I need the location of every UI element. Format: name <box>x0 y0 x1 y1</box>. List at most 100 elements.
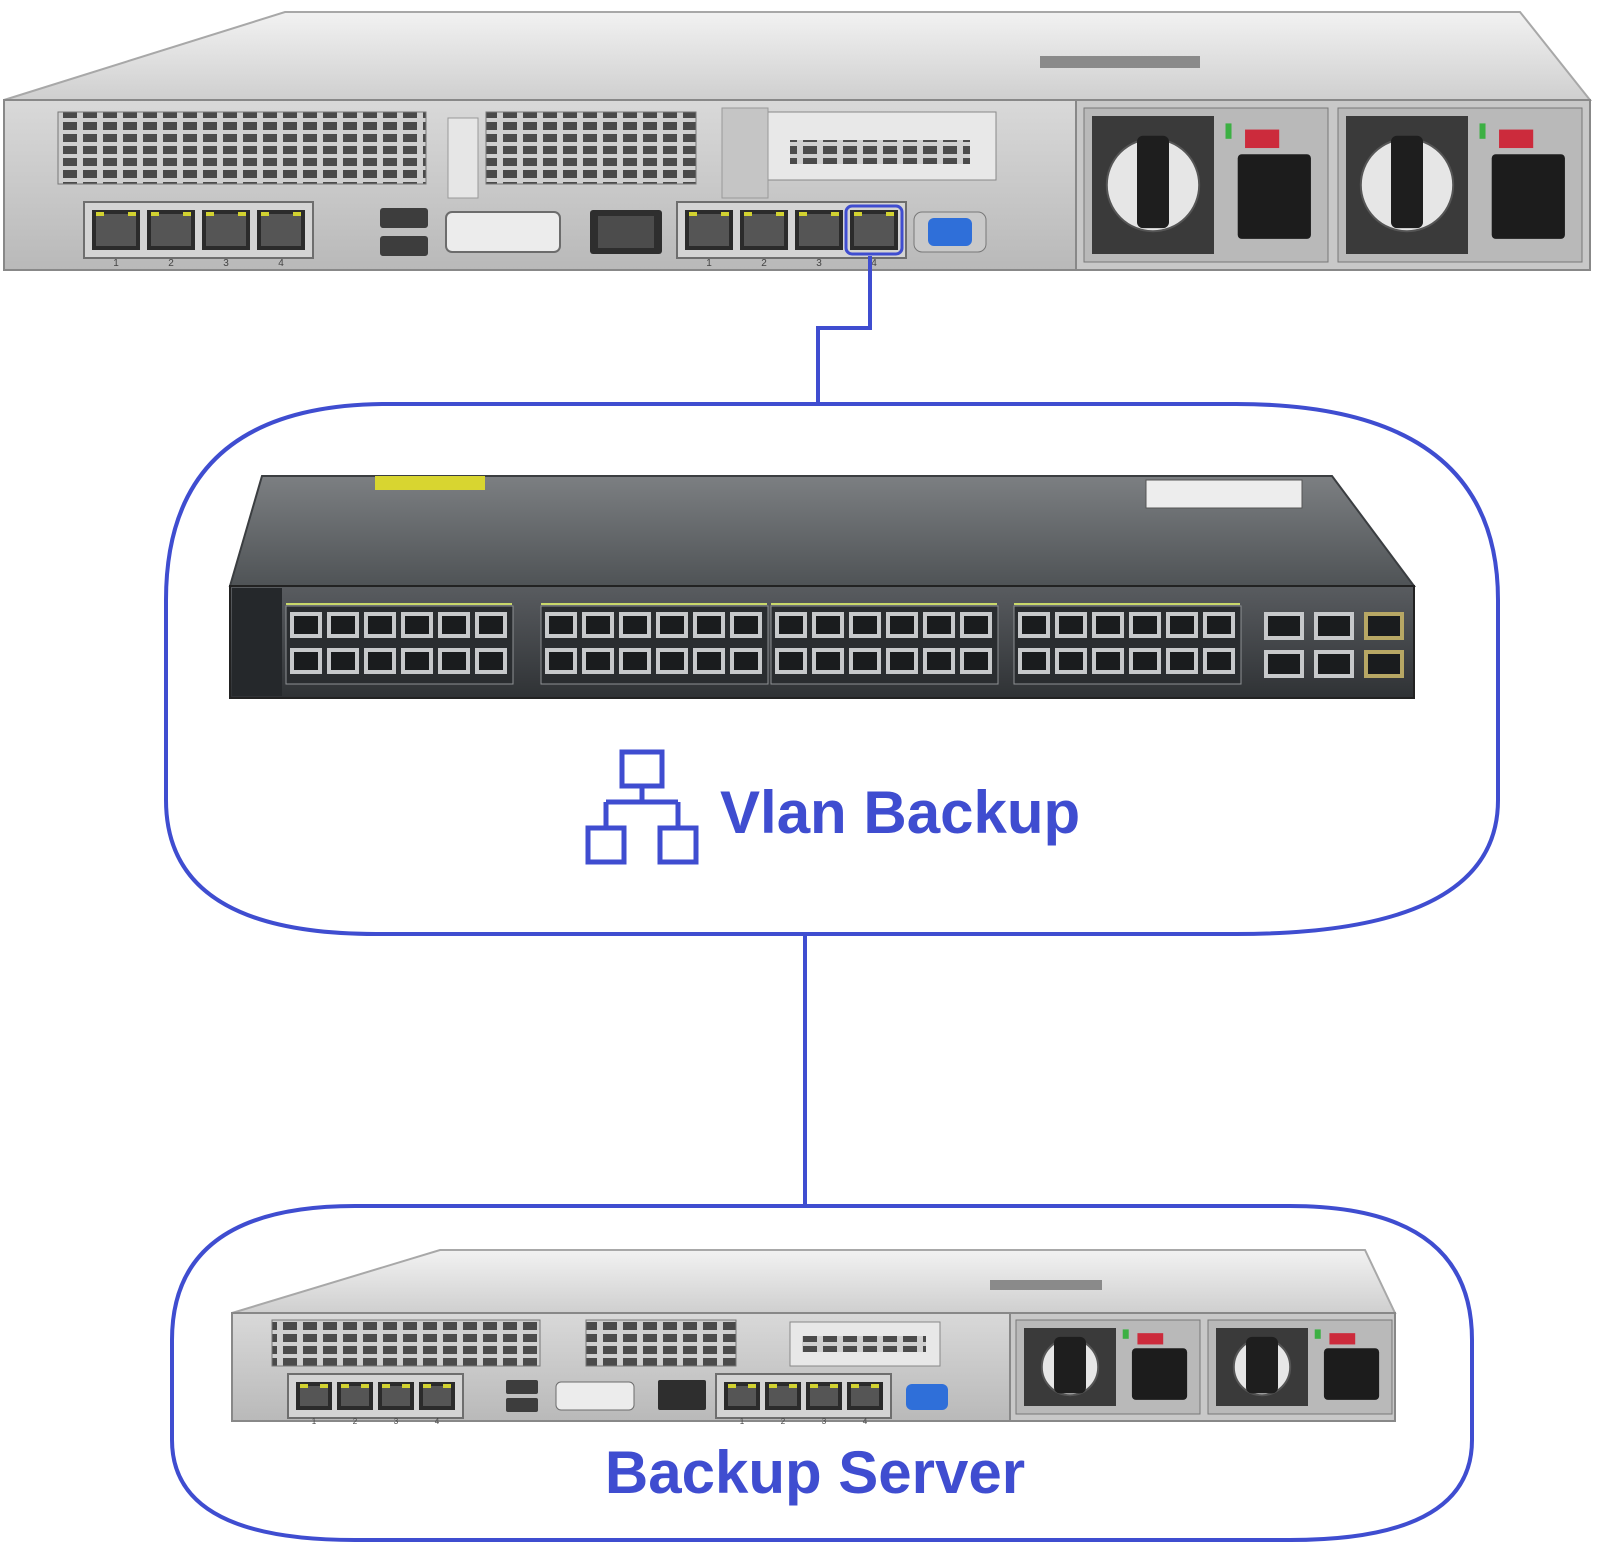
switch-port <box>1055 612 1087 638</box>
port-number-label: 3 <box>816 258 822 269</box>
rj45-port <box>685 210 733 250</box>
power-inlet <box>1131 1348 1188 1400</box>
switch-uplink-port <box>1364 612 1404 640</box>
switch-service-tag <box>1145 479 1303 509</box>
switch-port <box>730 648 762 674</box>
release-latch <box>1499 129 1534 149</box>
switch-port <box>886 612 918 638</box>
rj45-port <box>795 210 843 250</box>
port-number-label: 3 <box>394 1417 399 1426</box>
port-number-label: 2 <box>781 1417 786 1426</box>
release-latch <box>1137 1333 1164 1345</box>
switch-port <box>545 612 577 638</box>
switch-port <box>960 648 992 674</box>
rj45-port <box>850 210 898 250</box>
vlan-label: Vlan Backup <box>720 779 1080 846</box>
switch-port <box>364 612 396 638</box>
switch-port <box>438 612 470 638</box>
switch-port <box>1203 648 1235 674</box>
switch-port <box>1018 612 1050 638</box>
rj45-port <box>296 1382 332 1410</box>
switch-label-sticker <box>375 476 485 490</box>
rj45-port <box>806 1382 842 1410</box>
power-supply <box>1083 107 1329 263</box>
switch-uplink-port <box>1364 650 1404 678</box>
switch-port <box>923 648 955 674</box>
vga-port <box>906 1384 948 1410</box>
usb-port <box>506 1380 538 1394</box>
port-number-label: 2 <box>353 1417 358 1426</box>
switch-port <box>290 648 322 674</box>
switch-port <box>1166 612 1198 638</box>
switch-port <box>582 612 614 638</box>
switch-port <box>656 612 688 638</box>
switch-port <box>849 648 881 674</box>
switch-port <box>1129 612 1161 638</box>
switch-port <box>1018 648 1050 674</box>
switch-port <box>1092 612 1124 638</box>
rj45-port <box>257 210 305 250</box>
usb-port <box>380 236 428 256</box>
dvi-port <box>555 1381 635 1411</box>
rj45-port <box>419 1382 455 1410</box>
switch-port <box>619 648 651 674</box>
rj45-port <box>847 1382 883 1410</box>
switch-port <box>475 612 507 638</box>
dvi-port <box>445 211 561 253</box>
switch-port <box>364 648 396 674</box>
switch-port <box>730 612 762 638</box>
network-tree-icon <box>585 749 699 865</box>
port-number-label: 3 <box>822 1417 827 1426</box>
ilo-port <box>658 1380 706 1410</box>
highlighted-port-frame <box>844 204 904 256</box>
switch-port <box>693 612 725 638</box>
switch-port <box>812 612 844 638</box>
power-supply <box>1207 1319 1393 1415</box>
switch-uplink-ports <box>1264 612 1404 678</box>
port-number-label: 4 <box>871 258 877 269</box>
switch-port <box>401 648 433 674</box>
switch-port <box>619 612 651 638</box>
switch-port <box>475 648 507 674</box>
switch-port <box>1203 612 1235 638</box>
rj45-port <box>92 210 140 250</box>
port-number-label: 4 <box>278 258 284 269</box>
release-latch <box>1245 129 1280 149</box>
switch-port <box>327 612 359 638</box>
port-number-label: 1 <box>740 1417 745 1426</box>
switch-uplink-port <box>1264 612 1304 640</box>
rj45-port <box>202 210 250 250</box>
switch-port <box>401 612 433 638</box>
switch-port <box>693 648 725 674</box>
power-inlet <box>1237 154 1311 239</box>
switch-port <box>327 648 359 674</box>
switch-port <box>1166 648 1198 674</box>
power-supply <box>1337 107 1583 263</box>
rj45-port <box>378 1382 414 1410</box>
switch-port <box>656 648 688 674</box>
switch-port <box>775 612 807 638</box>
port-number-label: 3 <box>223 258 229 269</box>
usb-port <box>506 1398 538 1412</box>
backup-server-group <box>170 1204 1474 1542</box>
release-latch <box>1329 1333 1356 1345</box>
power-supply <box>1015 1319 1201 1415</box>
switch-port <box>849 612 881 638</box>
switch-port <box>290 612 322 638</box>
port-number-label: 4 <box>435 1417 440 1426</box>
switch-port <box>886 648 918 674</box>
switch-port <box>438 648 470 674</box>
switch-port <box>1055 648 1087 674</box>
rj45-port <box>147 210 195 250</box>
rj45-port <box>740 210 788 250</box>
switch-uplink-port <box>1314 650 1354 678</box>
switch-port <box>582 648 614 674</box>
uplink-cable-server-to-switch <box>816 256 872 404</box>
